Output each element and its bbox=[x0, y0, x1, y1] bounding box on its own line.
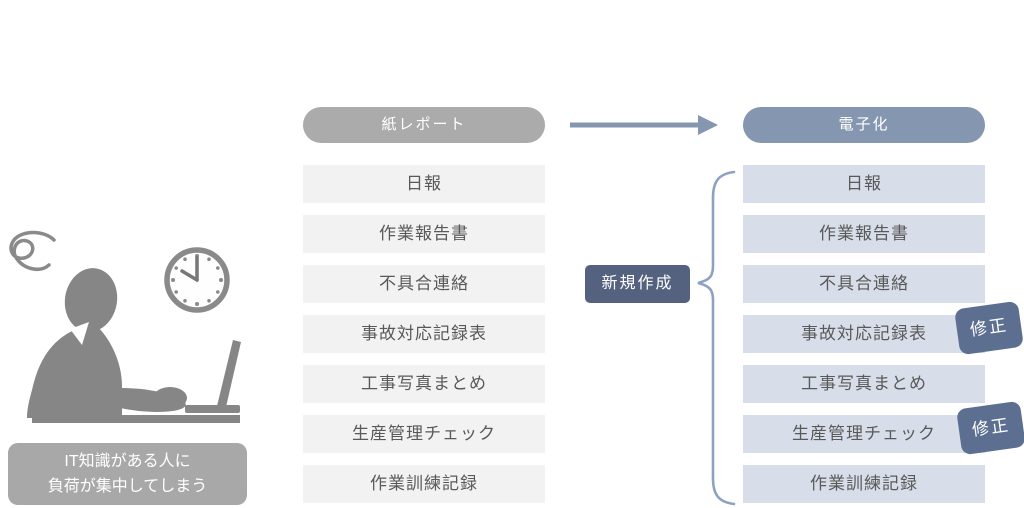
digital-row-photo-summary: 工事写真まとめ bbox=[743, 365, 985, 403]
digital-row-accident-record: 事故対応記録表 bbox=[743, 315, 985, 353]
desk bbox=[32, 415, 240, 423]
digital-row-work-report: 作業報告書 bbox=[743, 215, 985, 253]
paper-report-header: 紙レポート bbox=[303, 107, 545, 143]
laptop-icon bbox=[185, 340, 241, 413]
stress-scribble-icon bbox=[9, 230, 56, 271]
caption-line-1: IT知識がある人に bbox=[64, 453, 191, 470]
paper-row-photo-summary: 工事写真まとめ bbox=[303, 365, 545, 403]
digital-list: 日報 作業報告書 不具合連絡 事故対応記録表 工事写真まとめ 生産管理チェック … bbox=[743, 165, 985, 505]
curly-brace-icon bbox=[697, 170, 736, 506]
clock-icon bbox=[164, 247, 230, 313]
person-silhouette bbox=[27, 268, 187, 418]
caption-line-2: 負荷が集中してしまう bbox=[47, 478, 208, 495]
digital-row-defect-contact: 不具合連絡 bbox=[743, 265, 985, 303]
overworked-person-illustration bbox=[9, 230, 241, 423]
paper-row-accident-record: 事故対応記録表 bbox=[303, 315, 545, 353]
arrow-right-icon bbox=[570, 115, 718, 135]
paper-row-work-report: 作業報告書 bbox=[303, 215, 545, 253]
paper-row-training-record: 作業訓練記録 bbox=[303, 465, 545, 503]
paper-row-production-check: 生産管理チェック bbox=[303, 415, 545, 453]
paper-row-defect-contact: 不具合連絡 bbox=[303, 265, 545, 303]
digital-row-production-check: 生産管理チェック bbox=[743, 415, 985, 453]
new-creation-label: 新規作成 bbox=[585, 265, 690, 303]
digital-row-daily-report: 日報 bbox=[743, 165, 985, 203]
paper-row-daily-report: 日報 bbox=[303, 165, 545, 203]
caption-box: IT知識がある人に 負荷が集中してしまう bbox=[8, 443, 247, 505]
fix-badge-production-check: 修正 bbox=[956, 400, 1024, 456]
digital-header: 電子化 bbox=[743, 107, 985, 143]
paper-report-list: 日報 作業報告書 不具合連絡 事故対応記録表 工事写真まとめ 生産管理チェック … bbox=[303, 165, 545, 505]
digital-row-training-record: 作業訓練記録 bbox=[743, 465, 985, 503]
fix-badge-accident-record: 修正 bbox=[954, 300, 1024, 356]
